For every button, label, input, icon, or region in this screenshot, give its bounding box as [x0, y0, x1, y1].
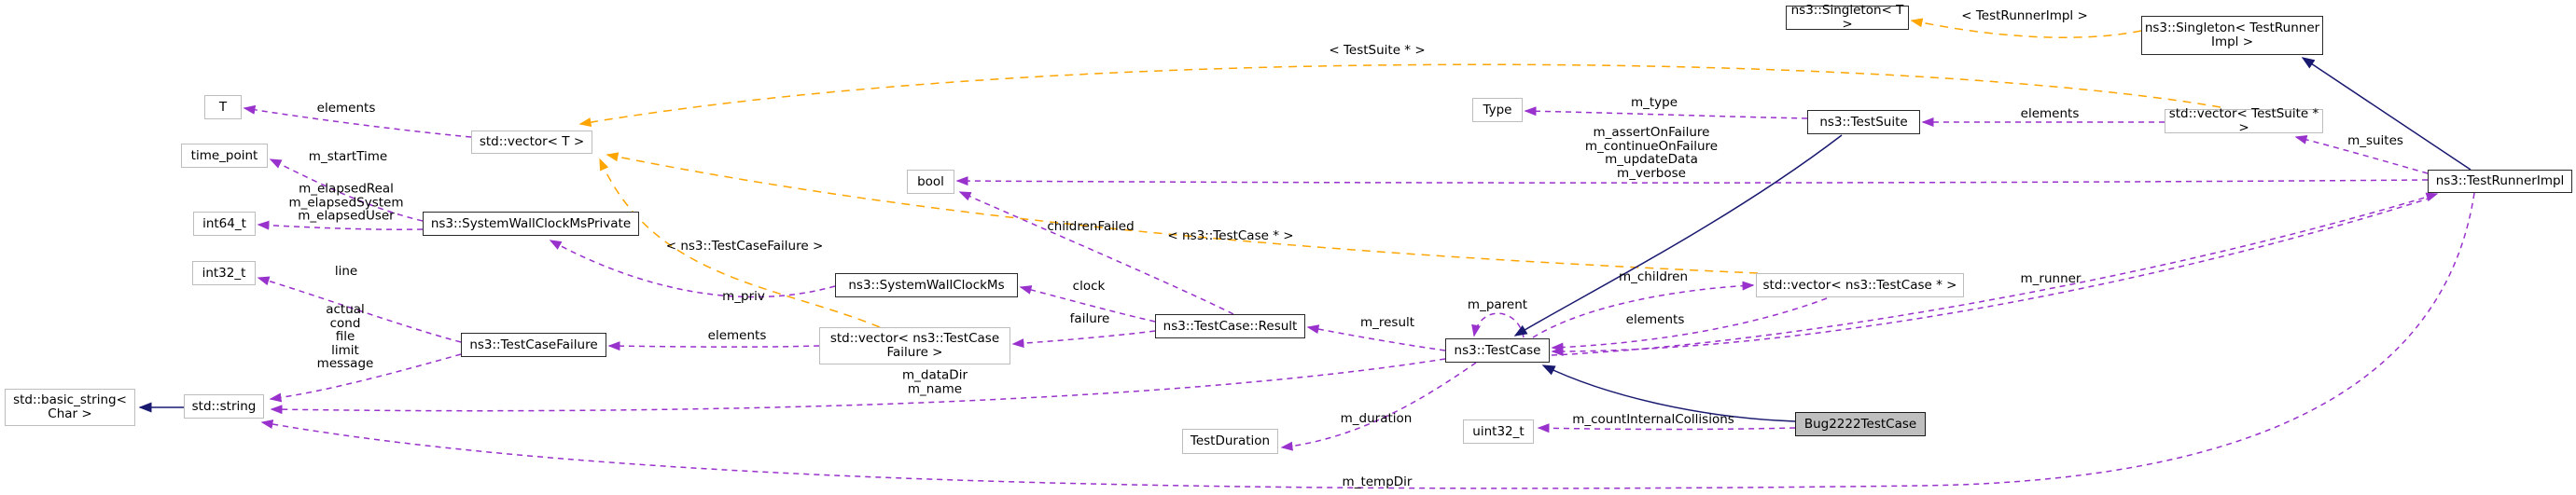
edge-m-runner: [1551, 192, 2439, 356]
edge-template-test-case-failure: [599, 158, 881, 328]
edge-elements-tc: [1551, 297, 1828, 352]
edge-m-type: [1524, 106, 1808, 119]
edge-template-test-case-ptr: [606, 152, 1759, 274]
edge-clock: [1019, 285, 1156, 323]
class-node-std-vector-test-case-ptr[interactable]: std::vector< ns3::TestCase * >: [1756, 273, 1964, 297]
class-node-std-vector-test-case-failure[interactable]: std::vector< ns3::TestCase Failure >: [819, 327, 1010, 364]
edge-inherit-test-runner-impl: [2301, 57, 2472, 171]
edge-runner-bools: [955, 176, 2429, 186]
edge-m-parent: [1471, 312, 1525, 338]
edge-elements-t: [243, 104, 472, 138]
edge-template-test-runner-impl: [1910, 18, 2142, 38]
edge-m-duration: [1280, 362, 1477, 451]
class-node-std-vector-t[interactable]: std::vector< T >: [471, 131, 592, 154]
class-node-bug2222-test-case[interactable]: Bug2222TestCase: [1795, 412, 1926, 436]
class-node-std-string[interactable]: std::string: [184, 394, 264, 419]
class-node-test-duration[interactable]: TestDuration: [1182, 429, 1278, 454]
class-node-test-case[interactable]: ns3::TestCase: [1445, 338, 1550, 363]
class-node-int32-t[interactable]: int32_t: [192, 261, 256, 285]
edge-m-tempdir: [260, 192, 2475, 489]
edge-m-runner-return: [1551, 197, 2432, 356]
class-node-uint32-t[interactable]: uint32_t: [1463, 419, 1534, 444]
edge-line: [257, 276, 462, 343]
class-node-singleton-test-runner-impl[interactable]: ns3::Singleton< TestRunner Impl >: [2141, 16, 2323, 55]
edge-m-count-internal-collisions: [1537, 423, 1796, 433]
edge-m-suites: [2294, 135, 2429, 174]
class-node-system-wall-clock-ms[interactable]: ns3::SystemWallClockMs: [835, 273, 1018, 297]
edge-m-priv: [549, 240, 836, 298]
edge-actual-cond-file-limit-message: [269, 353, 462, 403]
class-node-test-case-result[interactable]: ns3::TestCase::Result: [1155, 314, 1305, 338]
class-node-type[interactable]: Type: [1472, 98, 1523, 122]
edge-inherit-bug2222: [1541, 364, 1796, 422]
class-node-bool[interactable]: bool: [907, 170, 954, 194]
edge-elements-tcf: [607, 341, 820, 351]
edge-m-result: [1306, 324, 1446, 351]
edge-m-children: [1532, 281, 1755, 338]
class-node-test-runner-impl[interactable]: ns3::TestRunnerImpl: [2428, 170, 2572, 193]
class-node-system-wall-clock-ms-private[interactable]: ns3::SystemWallClockMsPrivate: [423, 212, 639, 236]
class-node-std-vector-test-suite-ptr[interactable]: std::vector< TestSuite * >: [2165, 107, 2323, 135]
class-node-T[interactable]: T: [204, 95, 242, 119]
edge-m-start-time: [269, 158, 424, 222]
edge-failure: [1011, 330, 1156, 349]
edge-template-test-suite-ptr: [578, 63, 2221, 128]
class-node-int64-t[interactable]: int64_t: [193, 212, 256, 236]
edge-m-datadir-m-name: [270, 358, 1446, 415]
class-node-test-suite[interactable]: ns3::TestSuite: [1807, 110, 1920, 134]
class-node-test-case-failure[interactable]: ns3::TestCaseFailure: [461, 333, 606, 357]
edge-m-elapsed: [257, 220, 424, 230]
class-node-time-point[interactable]: time_point: [181, 144, 268, 168]
edge-inherit-test-suite: [1513, 134, 1843, 337]
class-node-std-basic-string[interactable]: std::basic_string< Char >: [5, 389, 135, 426]
class-node-singleton-t[interactable]: ns3::Singleton< T >: [1786, 4, 1909, 32]
